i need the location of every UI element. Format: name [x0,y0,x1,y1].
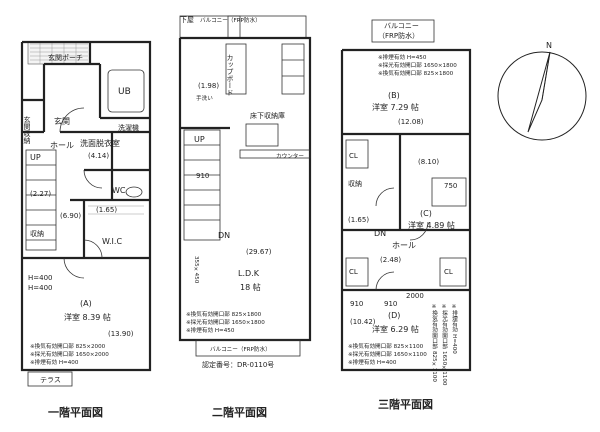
f3-top-note-1: ※排煙有効 H=450 [378,53,427,61]
f2-note-3: ※排煙有効 H=450 [186,326,235,334]
f1-hall: ホール [50,141,74,150]
f3-cl-2: CL [349,268,358,276]
f3-room-c: 洋室 4.89 帖 [408,220,455,230]
f1-terrace: テラス [40,376,61,384]
f2-under-storage: 床下収納庫 [250,111,285,120]
f1-ub: UB [118,87,131,97]
f1-washing-machine: 洗濯機 [118,123,139,132]
f2-kitchen-area: (1.98) [198,82,219,90]
f3-note-c-1: ※換気有効開口部 825×1100 [431,304,438,382]
f3-note-d-2: ※採光有効開口部 1650×1100 [348,350,427,358]
f1-entrance-storage: 玄関収納 [23,115,31,145]
f1-note-2: ※採光有効開口部 1650×2000 [30,350,109,358]
f3-area-165: (1.65) [348,216,369,224]
f3-storage: 収納 [348,179,362,188]
f1-dressing-room: 洗面脱衣室 [80,138,120,148]
f3-top-note-2: ※採光有効開口部 1650×1800 [378,61,457,69]
f3-room-d-area: (10.42) [350,318,376,326]
f3-top-note-3: ※換気有効開口部 825×1800 [378,69,454,77]
f1-storage: 収納 [30,229,44,238]
f1-wc-area: (1.65) [96,206,117,214]
f3-dim-750: 750 [444,182,457,190]
f1-area-690: (6.90) [60,212,81,220]
f3-room-d: 洋室 6.29 帖 [372,324,419,334]
f1-entrance-porch: 玄関ポーチ [48,53,83,62]
f2-window-note: 355×450 [193,256,199,284]
f1-note-1: ※換気有効開口部 825×2000 [30,342,106,350]
f1-entrance: 玄関 [54,116,70,126]
f3-room-b-area: (12.08) [398,118,424,126]
f1-wc: WC [112,186,126,195]
f1-h400-1: H=400 [28,274,53,282]
f1-hall-area: (2.27) [30,190,51,198]
f3-note-c-2: ※採光有効開口部 1650×1100 [441,304,448,386]
f3-hall: ホール [392,241,416,250]
compass [497,51,587,141]
first-floor-title: 一階平面図 [48,405,103,419]
f3-cl-3: CL [444,268,453,276]
f3-stair-dn: DN [374,229,386,238]
f3-note-d-3: ※排煙有効 H=400 [348,358,397,366]
second-floor-title: 二階平面図 [212,405,267,419]
f3-cl-1: CL [349,152,358,160]
f2-dim-910: 910 [196,172,209,180]
f3-room-b-label: (B) [388,91,400,100]
third-floor-plan [340,19,472,372]
f3-room-c-label: (C) [420,209,432,218]
f1-note-3: ※排煙有効 H=400 [30,358,79,366]
f1-stair-up: UP [30,153,41,162]
f2-certification: 認定番号：DR-0110号 [202,360,274,369]
f1-wic: W.I.C [102,237,122,246]
f3-dim-910b: 910 [384,300,397,308]
f2-handwash: 手洗い [196,94,213,102]
f2-counter: カウンター [276,152,304,160]
compass-north: N [546,41,552,50]
f2-note-1: ※換気有効開口部 825×1800 [186,310,262,318]
third-floor-title: 三階平面図 [378,397,433,411]
f2-note-2: ※採光有効開口部 1650×1800 [186,318,265,326]
f3-room-b: 洋室 7.29 帖 [372,102,419,112]
f1-room-a: 洋室 8.39 帖 [64,312,111,322]
f3-dim-910a: 910 [350,300,363,308]
f2-cupboard: カップボード [226,54,234,96]
second-floor-plan [178,15,312,357]
f2-balcony-top: バルコニー（FRP防水） [200,16,261,24]
f2-ldk-size: 18 帖 [240,282,261,292]
f2-stair-dn: DN [218,231,230,240]
f1-room-a-label: (A) [80,299,92,308]
f3-dim-2000: 2000 [406,292,424,300]
f3-balcony: バルコニー [384,22,419,30]
f2-stair-up: UP [194,135,205,144]
f2-ldk-area: (29.67) [246,248,272,256]
f2-ldk: L.D.K [238,269,260,278]
f3-room-d-label: (D) [388,311,400,320]
f1-h400-2: H=400 [28,284,53,292]
f3-area-810: (8.10) [418,158,439,166]
f1-dressing-area: (4.14) [88,152,109,160]
first-floor-plan [20,40,152,387]
f3-hall-area: (2.48) [380,256,401,264]
f3-note-c-3: ※排煙有効 H=400 [451,304,458,354]
f2-downspout: 下屋 [180,16,194,24]
f2-balcony-bottom: バルコニー（FRP防水） [210,345,271,353]
f1-room-a-area: (13.90) [108,330,134,338]
f3-balcony-sub: （FRP防水） [378,31,419,40]
f3-note-d-1: ※換気有効開口部 825×1100 [348,342,424,350]
